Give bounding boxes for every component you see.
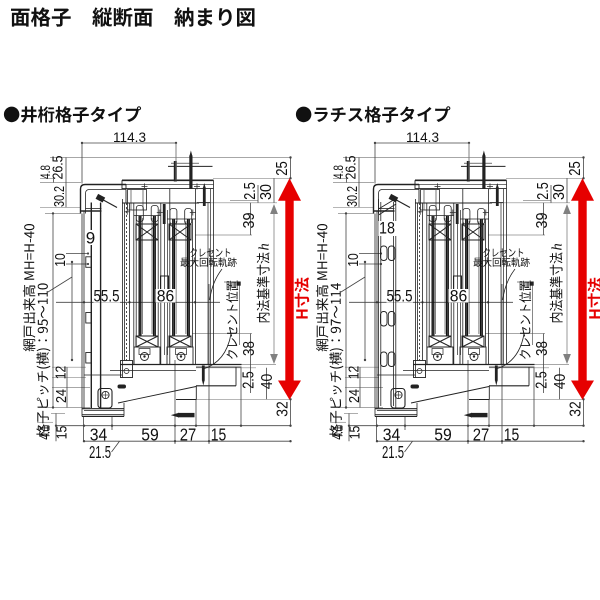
svg-text:9: 9	[86, 229, 95, 248]
svg-text:18: 18	[379, 219, 395, 238]
